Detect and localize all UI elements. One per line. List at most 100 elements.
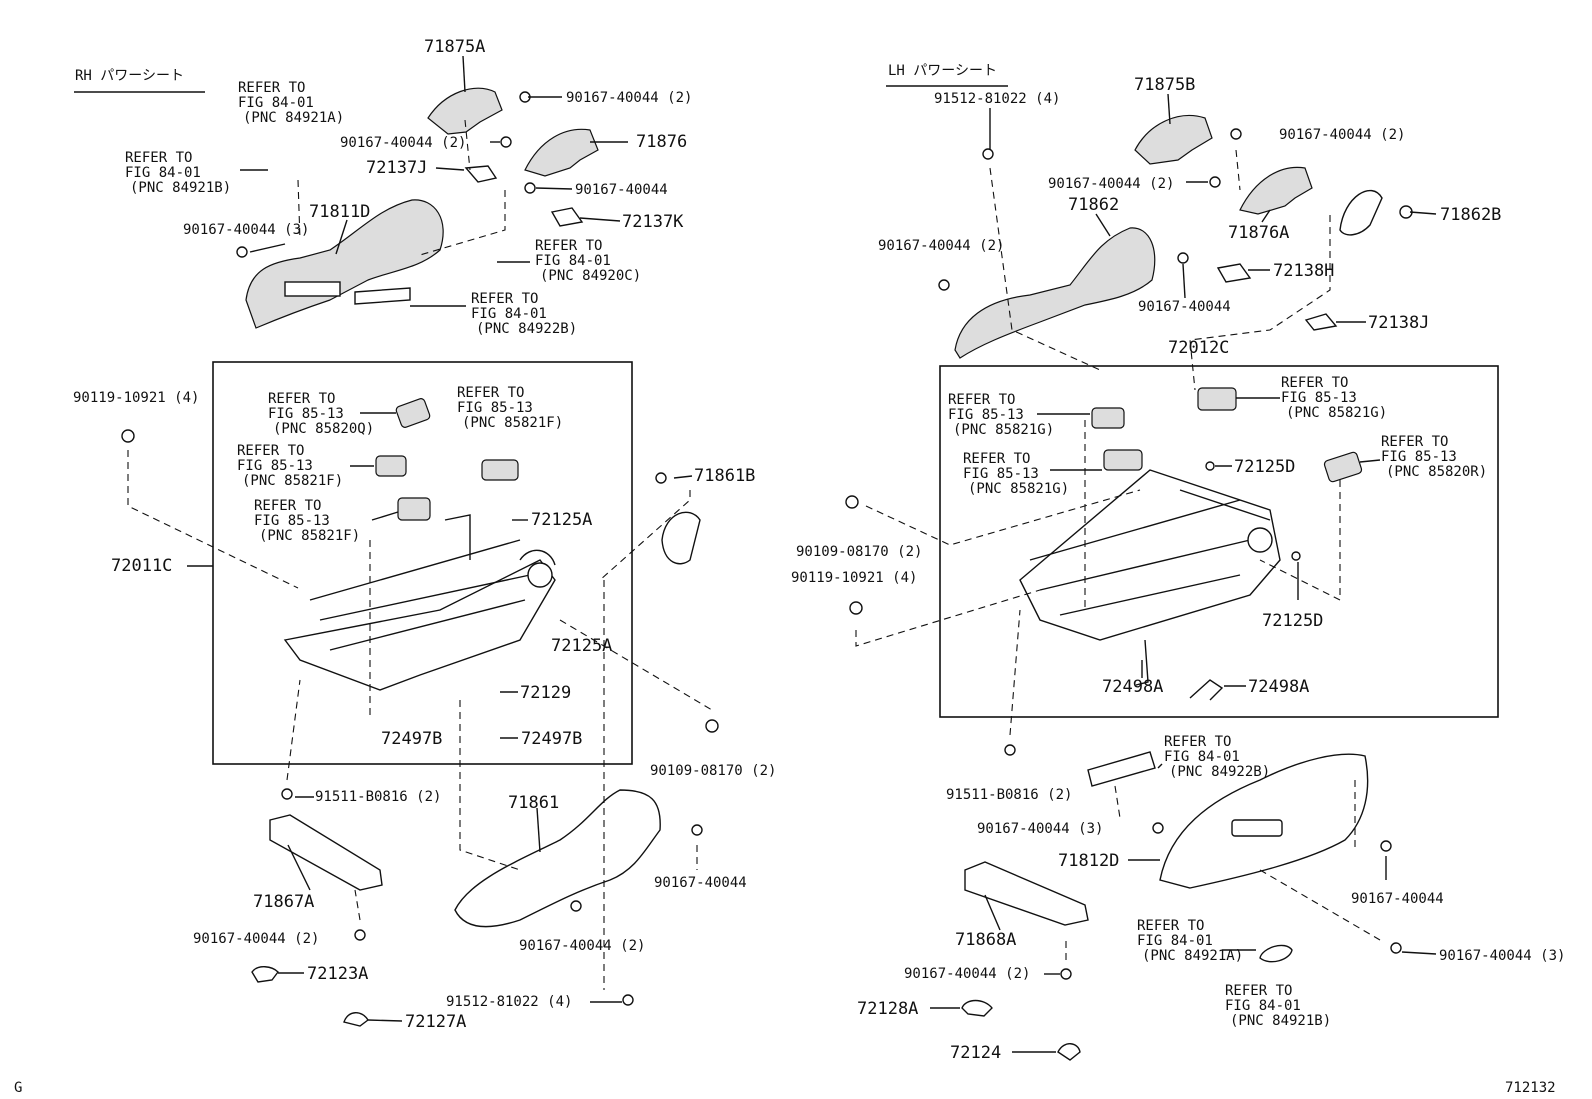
rh-part-72497b-a: 72497B — [381, 729, 442, 749]
lh-clip-72128a — [961, 999, 993, 1017]
lh-ref-85821g-c: REFER TO FIG 85-13 (PNC 85821G) — [1281, 375, 1387, 421]
rh-rail-cover-71867a — [269, 814, 383, 891]
lh-seat-adjuster-box — [939, 365, 1499, 718]
lh-motor-2 — [1103, 449, 1143, 471]
lh-part-90167-40044-b: 90167-40044 — [1351, 891, 1444, 907]
lh-cap-84921a — [1259, 944, 1293, 963]
rh-lower-cover-71861 — [454, 789, 661, 928]
svg-text:REFER TO: REFER TO — [535, 238, 602, 254]
rh-ref-84922b: REFER TO FIG 84-01 (PNC 84922B) — [471, 291, 577, 337]
rh-part-90167-40044-3: 90167-40044 (3) — [183, 222, 309, 238]
lh-part-90167-40044-3-a: 90167-40044 (3) — [977, 821, 1103, 837]
svg-text:(PNC 84921A): (PNC 84921A) — [1142, 948, 1243, 964]
svg-text:REFER TO: REFER TO — [1281, 375, 1348, 391]
svg-text:REFER TO: REFER TO — [948, 392, 1015, 408]
lh-part-71875b: 71875B — [1134, 75, 1195, 95]
rh-header: RH パワーシート — [75, 68, 184, 84]
lh-part-72138h: 72138H — [1273, 261, 1334, 281]
lh-handle-72498a-a — [1135, 639, 1149, 686]
svg-text:FIG 85-13: FIG 85-13 — [1381, 449, 1457, 465]
svg-text:REFER TO: REFER TO — [471, 291, 538, 307]
rh-part-90109-08170-2: 90109-08170 (2) — [650, 763, 776, 779]
rh-part-72011c: 72011C — [111, 556, 172, 576]
lh-ref-84921a: REFER TO FIG 84-01 (PNC 84921A) — [1137, 918, 1243, 964]
rh-part-90119-10921-4: 90119-10921 (4) — [73, 390, 199, 406]
lh-part-71862b: 71862B — [1440, 205, 1501, 225]
rh-part-72137j: 72137J — [366, 158, 427, 178]
rh-part-90167-40044-2-c: 90167-40044 (2) — [193, 931, 319, 947]
rh-part-71875a: 71875A — [424, 37, 485, 57]
svg-text:FIG 85-13: FIG 85-13 — [268, 406, 344, 422]
rh-part-72123a: 72123A — [307, 964, 368, 984]
rh-part-72497b-b: 72497B — [521, 729, 582, 749]
lh-power-seat-section: LH パワーシート — [791, 63, 1565, 1063]
rh-ref-85820q: REFER TO FIG 85-13 (PNC 85820Q) — [268, 391, 374, 437]
svg-text:REFER TO: REFER TO — [1137, 918, 1204, 934]
rh-part-72129: 72129 — [520, 683, 571, 703]
svg-text:REFER TO: REFER TO — [237, 443, 304, 459]
lh-part-90167-40044-2-a: 90167-40044 (2) — [1279, 127, 1405, 143]
rh-part-72127a: 72127A — [405, 1012, 466, 1032]
rh-clip-72127a — [343, 1012, 369, 1027]
rh-part-71861: 71861 — [508, 793, 559, 813]
lh-motor-4 — [1323, 451, 1363, 483]
lh-part-71812d: 71812D — [1058, 851, 1119, 871]
lh-motor-1 — [1091, 407, 1125, 429]
svg-text:FIG 84-01: FIG 84-01 — [125, 165, 201, 181]
rh-ref-84921b: REFER TO FIG 84-01 (PNC 84921B) — [125, 150, 231, 196]
rh-part-71861b: 71861B — [694, 466, 755, 486]
rh-ref-85821f-b: REFER TO FIG 85-13 (PNC 85821F) — [237, 443, 343, 489]
svg-text:(PNC 84922B): (PNC 84922B) — [1169, 764, 1270, 780]
lh-ref-85821g-a: REFER TO FIG 85-13 (PNC 85821G) — [948, 392, 1054, 438]
lh-part-72498a-a: 72498A — [1102, 677, 1163, 697]
svg-text:FIG 84-01: FIG 84-01 — [238, 95, 314, 111]
rh-ref-84920c: REFER TO FIG 84-01 (PNC 84920C) — [535, 238, 641, 284]
svg-text:FIG 85-13: FIG 85-13 — [254, 513, 330, 529]
lh-handle-72498a-b — [1189, 679, 1224, 701]
rh-part-71811d: 71811D — [309, 202, 370, 222]
lh-ref-84921b: REFER TO FIG 84-01 (PNC 84921B) — [1225, 983, 1331, 1029]
lh-clip-72138h — [1216, 263, 1252, 283]
svg-text:(PNC 85821F): (PNC 85821F) — [259, 528, 360, 544]
rh-clip-72137k — [550, 207, 584, 227]
lh-part-72125d-a: 72125D — [1234, 457, 1295, 477]
svg-text:FIG 85-13: FIG 85-13 — [948, 407, 1024, 423]
rh-power-seat-section: RH パワーシート — [73, 37, 776, 1032]
rh-part-72125a-a: 72125A — [531, 510, 592, 530]
svg-text:(PNC 85821F): (PNC 85821F) — [242, 473, 343, 489]
svg-text:REFER TO: REFER TO — [1164, 734, 1231, 750]
lh-part-90167-40044-2-c: 90167-40044 (2) — [878, 238, 1004, 254]
rh-part-71876: 71876 — [636, 132, 687, 152]
rh-ref-85821f-c: REFER TO FIG 85-13 (PNC 85821F) — [254, 498, 360, 544]
lh-part-72124: 72124 — [950, 1043, 1001, 1063]
lh-clip-72138j — [1304, 313, 1338, 331]
rh-shell-71876 — [524, 128, 599, 177]
lh-screws — [845, 128, 1413, 980]
svg-text:(PNC 84920C): (PNC 84920C) — [540, 268, 641, 284]
rh-part-90167-40044-2-a: 90167-40044 (2) — [566, 90, 692, 106]
svg-text:FIG 85-13: FIG 85-13 — [963, 466, 1039, 482]
rh-shell-71875a — [427, 87, 503, 135]
lh-clip-72124 — [1057, 1043, 1081, 1061]
lh-ref-85820r: REFER TO FIG 85-13 (PNC 85820R) — [1381, 434, 1487, 480]
rh-part-91511-b0816-2: 91511-B0816 (2) — [315, 789, 441, 805]
lh-motor-3 — [1197, 387, 1237, 411]
svg-text:(PNC 85821G): (PNC 85821G) — [953, 422, 1054, 438]
rh-ref-84921a: REFER TO FIG 84-01 (PNC 84921A) — [238, 80, 344, 126]
lh-part-90167-40044-2-d: 90167-40044 (2) — [904, 966, 1030, 982]
rh-part-71867a: 71867A — [253, 892, 314, 912]
svg-text:REFER TO: REFER TO — [125, 150, 192, 166]
svg-text:(PNC 85821G): (PNC 85821G) — [1286, 405, 1387, 421]
rh-knob-71861b — [661, 511, 701, 565]
rh-part-90167-40044-b: 90167-40044 — [654, 875, 747, 891]
rh-screws — [121, 91, 719, 1006]
svg-text:REFER TO: REFER TO — [1381, 434, 1448, 450]
lh-part-91511-b0816-2: 91511-B0816 (2) — [946, 787, 1072, 803]
svg-text:FIG 84-01: FIG 84-01 — [471, 306, 547, 322]
rh-motor-4 — [397, 497, 431, 521]
lh-ref-84922b: REFER TO FIG 84-01 (PNC 84922B) — [1164, 734, 1270, 780]
lh-seat-frame-72012c — [1019, 469, 1281, 641]
svg-text:REFER TO: REFER TO — [238, 80, 305, 96]
svg-text:REFER TO: REFER TO — [1225, 983, 1292, 999]
